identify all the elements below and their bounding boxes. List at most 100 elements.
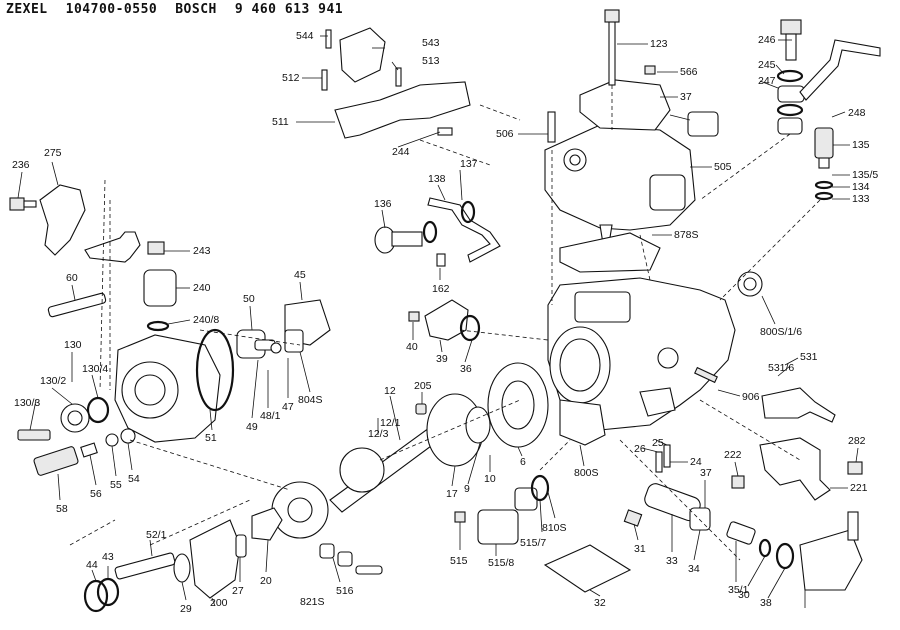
ring-134	[814, 180, 834, 190]
bolt-513	[395, 67, 402, 87]
header-bosch: BOSCH	[175, 2, 217, 17]
label-45: 45	[294, 269, 306, 281]
label-55: 55	[110, 479, 122, 491]
leader-lines	[17, 35, 859, 608]
label-135-5: 135/5	[852, 169, 878, 181]
label-240-8: 240/8	[193, 314, 219, 326]
long-bolt	[608, 19, 616, 86]
label-906: 906	[742, 391, 760, 403]
label-25: 25	[652, 437, 664, 449]
sensor-nut-243	[147, 241, 165, 255]
long-bolt-head	[604, 9, 620, 23]
label-27: 20	[260, 575, 272, 587]
spring-34	[726, 521, 756, 545]
ring-130-4	[86, 396, 110, 424]
label-54: 54	[128, 473, 140, 485]
solenoid-cover	[579, 79, 671, 131]
banjo-bolt-head	[780, 19, 802, 35]
plunger-50	[114, 552, 176, 580]
label-26: 26	[634, 443, 646, 455]
sensor-531	[761, 387, 836, 423]
ring-43	[96, 577, 120, 607]
banjo-bolt-shank	[785, 33, 797, 61]
label-246: 246	[758, 34, 776, 46]
label-56: 56	[90, 488, 102, 500]
valve-135	[814, 127, 834, 159]
spring-47	[284, 329, 304, 353]
label-200: 27	[232, 585, 244, 597]
label-130-4: 130/4	[82, 363, 108, 375]
timer-cover-38	[799, 529, 863, 591]
label-248: 248	[848, 107, 866, 119]
label-135: 135	[852, 139, 870, 151]
header-bosch-number: 9 460 613 941	[234, 2, 344, 17]
bolt-512	[321, 69, 328, 91]
screw-130-3	[17, 429, 51, 441]
ring-240-8	[146, 320, 170, 332]
label-515-7: 810S	[542, 522, 567, 534]
washer-48-1	[270, 342, 282, 354]
label-39: 39	[436, 353, 448, 365]
label-137: 137	[460, 158, 478, 170]
spring-200	[235, 534, 247, 558]
label-37-top: 37	[680, 91, 692, 103]
label-29: 200	[210, 597, 228, 609]
label-12: 12	[384, 385, 396, 397]
gear-20-inner	[287, 497, 313, 523]
seal-ring-247	[776, 103, 804, 117]
banjo-lower	[777, 117, 803, 135]
solenoid-515-shank	[514, 487, 538, 511]
assembly-lines	[69, 85, 821, 561]
cam-disc-6	[501, 380, 535, 430]
label-505: 505	[714, 161, 732, 173]
label-512: 512	[282, 72, 300, 84]
label-12-1: 12/1	[380, 417, 401, 429]
bolt-236-shank	[23, 200, 37, 208]
label-531-6: 531/6	[768, 362, 794, 374]
label-804S: 804S	[298, 394, 323, 406]
label-810S: 32	[594, 597, 606, 609]
screw-40	[408, 311, 420, 322]
label-32: 31	[634, 543, 646, 555]
fitting-136-shank	[391, 231, 423, 247]
plate-9	[465, 406, 491, 444]
kit-810S	[543, 544, 632, 593]
shim-906	[694, 366, 718, 384]
label-50-upper: 50	[243, 293, 255, 305]
plate-29	[189, 519, 241, 599]
label-130-2: 130/2	[40, 375, 66, 387]
label-515-8: 515/7	[520, 537, 546, 549]
housing-flange	[559, 399, 606, 446]
label-51: 51	[205, 432, 217, 444]
label-245: 245	[758, 59, 776, 71]
return-pipe	[427, 197, 501, 263]
pin-26	[655, 451, 663, 473]
bolt-506	[547, 111, 556, 143]
label-17: 17	[446, 488, 458, 500]
label-44: 44	[86, 559, 98, 571]
label-31: 33	[666, 555, 678, 567]
valve-58	[33, 446, 79, 476]
bolt-222	[731, 475, 745, 489]
screw-516	[454, 511, 466, 523]
ring-35-1	[758, 538, 772, 558]
bolt-544	[325, 29, 332, 49]
bolt-162	[436, 253, 446, 267]
seal-ring-245	[776, 69, 804, 83]
timer-cover-lead	[847, 511, 859, 541]
label-282: 282	[848, 435, 866, 447]
bolt-282	[847, 461, 863, 475]
housing-side-lug	[639, 387, 676, 417]
label-10: 10	[484, 473, 496, 485]
label-516: 515	[450, 555, 468, 567]
label-6: 6	[520, 456, 526, 468]
sensor-lead	[84, 231, 141, 263]
housing-bore-inner	[559, 338, 601, 392]
label-247: 247	[758, 75, 776, 87]
label-136: 136	[374, 198, 392, 210]
ring-44	[83, 579, 109, 613]
label-800S-1-6: 800S/1/6	[760, 326, 802, 338]
label-821S: 516	[336, 585, 354, 597]
bolt-236	[9, 197, 25, 211]
